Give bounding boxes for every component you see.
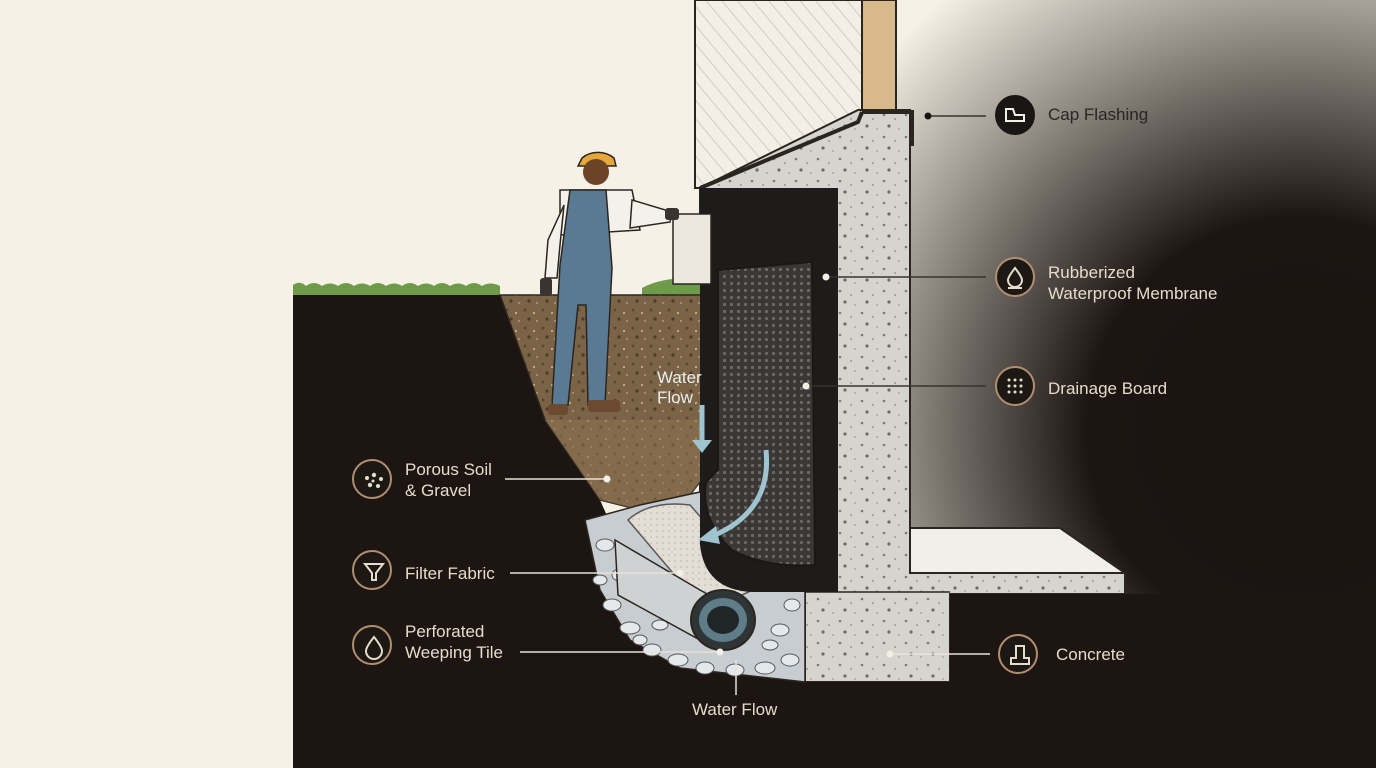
- filter-fabric-label: Filter Fabric: [405, 564, 495, 583]
- leader-dots: [603, 112, 932, 658]
- gravel-layer: [545, 420, 715, 510]
- leader-lines-right: [806, 115, 986, 387]
- dotted-grid-icon: [995, 366, 1035, 406]
- drainage-board: [704, 260, 817, 567]
- gravel-stones: [592, 538, 801, 677]
- water-flow-label-line1: Water: [657, 368, 702, 387]
- cap-flashing-icon: [995, 95, 1035, 135]
- funnel-icon: [352, 550, 392, 590]
- cap-flashing: [699, 110, 914, 190]
- gravel-icon: [352, 459, 392, 499]
- leader-lines-left: [505, 478, 990, 695]
- porous-soil-label-line1: Porous Soil: [405, 460, 492, 479]
- water-flow-bottom-label: Water Flow: [692, 700, 778, 719]
- water-flow-label-line2: Flow: [657, 388, 693, 407]
- cap-flashing-label: Cap Flashing: [1048, 105, 1149, 124]
- weeping-tile-label-line1: Perforated: [405, 622, 485, 641]
- membrane-label-line1: Rubberized: [1048, 263, 1135, 282]
- block: [672, 213, 712, 285]
- drainage-board-label: Drainage Board: [1048, 379, 1168, 398]
- water-drop-icon: [995, 257, 1035, 297]
- weeping-tile: [614, 538, 756, 651]
- water-drop-icon: [352, 625, 392, 665]
- worker-figure: [540, 151, 679, 415]
- water-flow-arrows: [692, 405, 770, 544]
- soil-under-slab: [805, 594, 1376, 768]
- porous-soil-label-line2: & Gravel: [405, 481, 472, 500]
- weeping-tile-label-line2: Weeping Tile: [405, 643, 503, 662]
- membrane-label-line2: Waterproof Membrane: [1048, 284, 1218, 303]
- grass: [293, 282, 500, 295]
- footing-icon: [998, 634, 1038, 674]
- concrete-label: Concrete: [1056, 645, 1125, 664]
